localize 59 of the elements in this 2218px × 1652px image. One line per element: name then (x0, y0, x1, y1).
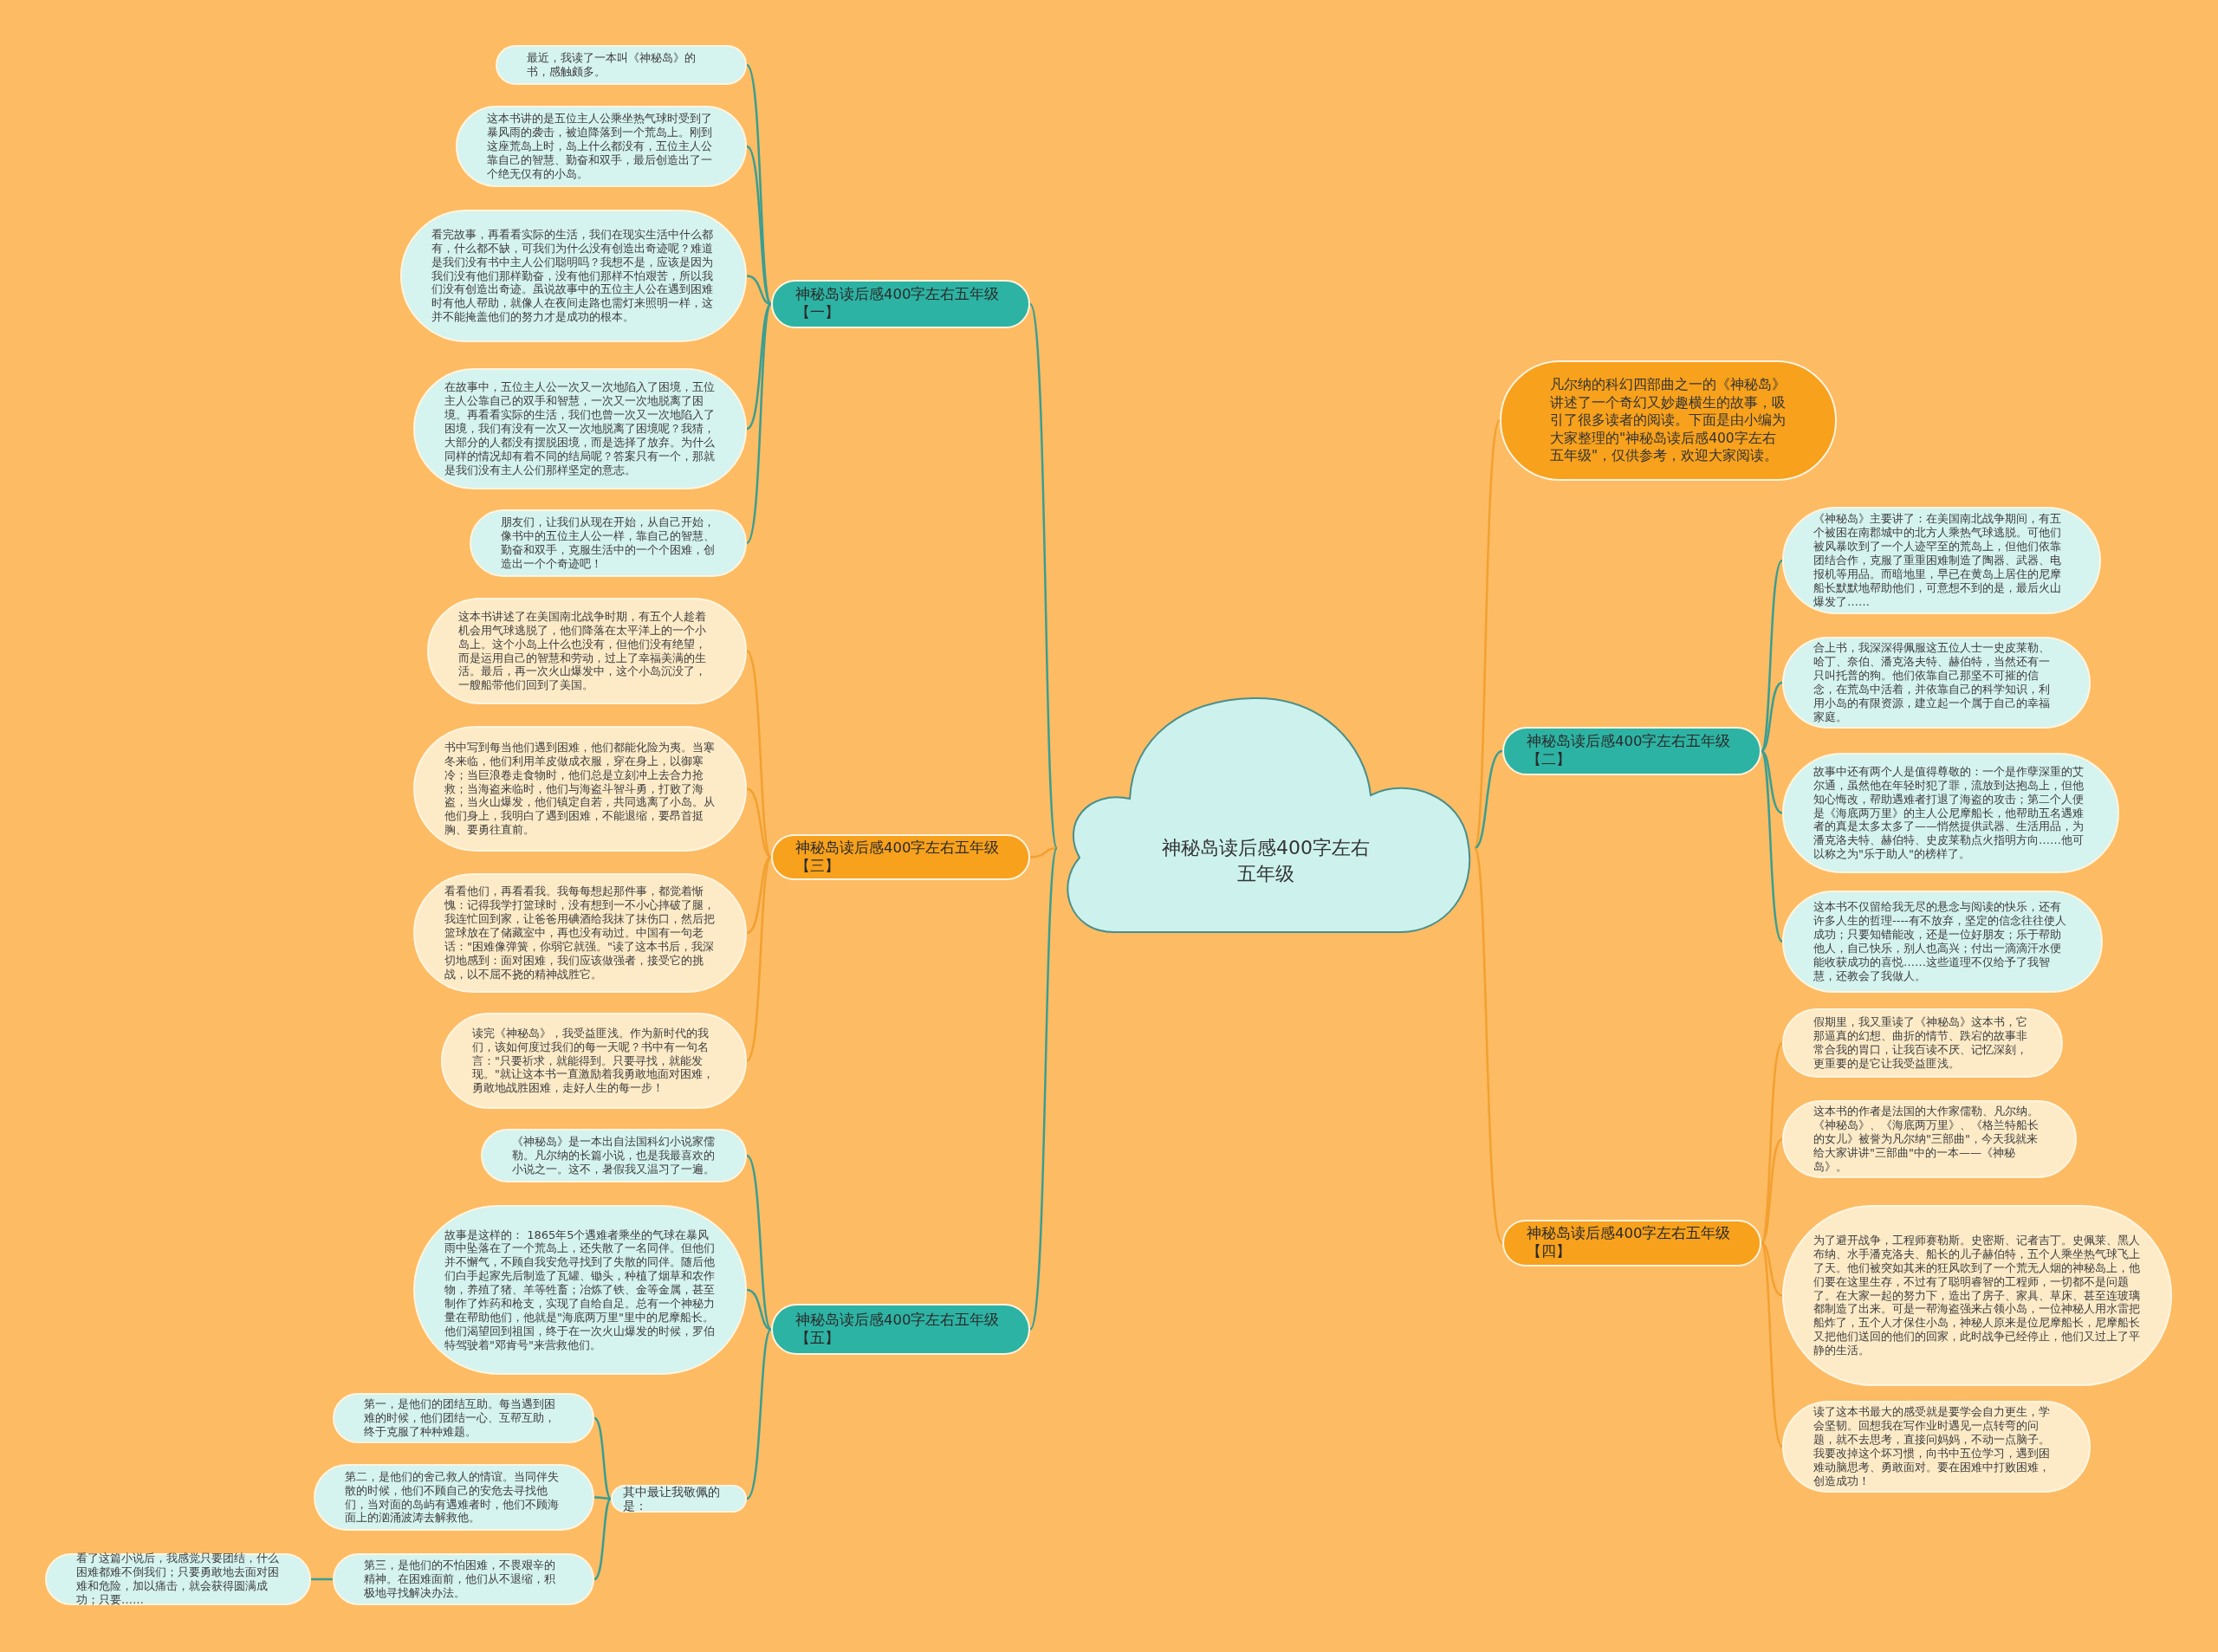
connector-line (593, 1498, 612, 1581)
connector-line (1761, 1241, 1783, 1297)
text-bubble: 故事中还有两个人是值得尊敬的：一个是作孽深重的艾尔通，虽然他在年轻时犯了罪，流放到达抱岛上，但他知心悔改，帮助遇难者打退了海盗的攻击；第二个人便是《海底两万里》的主人公尼摩船长，他帮助五名遇难者的真是太多太多了——悄然提供武器、生活用品，为潘克洛夫特、赫伯特、史皮莱勒点火指明方向……他可以称之为"乐于助人"的榜样了。 (1782, 753, 2119, 873)
connector-line (746, 275, 772, 306)
connector-line (746, 1288, 772, 1331)
connector-line (746, 64, 773, 305)
connector-line (1028, 303, 1059, 849)
text-bubble: 这本书讲的是五位主人公乘坐热气球时受到了暴风雨的袭击，被迫降落到一个荒岛上。刚到这座荒岛上时，岛上什么都没有，五位主人公靠自己的智慧、勤奋和双手，最后创造出了一个绝无仅有的小岛。 (456, 106, 747, 187)
branch-label: 神秘岛读后感400字左右五年级【一】 (771, 280, 1030, 328)
text-bubble: 这本书的作者是法国的大作家儒勒、凡尔纳。《神秘岛》、《海底两万里》、《格兰特船长的女儿》被誉为凡尔纳"三部曲"，今天我就来给大家讲讲"三部曲"中的一本——《神秘岛》。 (1782, 1100, 2077, 1178)
text-bubble: 其中最让我敬佩的是： (611, 1485, 747, 1513)
connector-line (1473, 420, 1501, 849)
text-bubble: 《神秘岛》主要讲了：在美国南北战争期间，有五个被困在南郡城中的北方人乘热气球逃脱。可他们被风暴吹到了一个人迹罕至的荒岛上，但他们依靠团结合作，克服了重重困难制造了陶器、武器、电报机等用品。而暗地里，早已在黄岛上居住的尼摩船长默默地帮助他们，可意想不到的是，最后火山爆发了…… (1782, 507, 2101, 614)
text-bubble: 合上书，我深深得佩服这五位人士一史皮莱勒、哈丁、奈伯、潘克洛夫特、赫伯特，当然还有一只叫托普的狗。他们依靠自己那坚不可摧的信念，在荒岛中活着，并依靠自己的科学知识，利用小岛的有限资源，建立起一个属于自己的幸福家庭。 (1782, 637, 2091, 729)
connector-line (311, 1577, 333, 1581)
text-bubble: 第一，是他们的团结互助。每当遇到困难的时候，他们团结一心、互帮互助，终于克服了种种难题。 (333, 1393, 594, 1443)
connector-line (1474, 749, 1503, 850)
connector-line (1760, 1242, 1783, 1448)
connector-line (1029, 846, 1058, 858)
connector-line (746, 650, 773, 858)
text-bubble: 在故事中，五位主人公一次又一次地陷入了困境，五位主人公靠自己的双手和智慧，一次又一次地脱离了困境。再看看实际的生活，我们也曾一次又一次地陷入了困境，我们有没有一次又一次地脱离了困境呢？我猜，大部分的人都没有摆脱困境，而是选择了放弃。为什么同样的情况却有着不同的结局呢？答案只有一个，那就是我们没有主人公们那样坚定的意志。 (413, 368, 747, 489)
text-bubble: 为了避开战争，工程师赛勒斯。史密斯、记者吉丁。史佩莱、黑人布纳、水手潘克洛夫、船长的儿子赫伯特，五个人乘坐热气球飞上了天。他们被突如其来的狂风吹到了一个荒无人烟的神秘岛上，他们要在这里生存，不过有了聪明睿智的工程师，一切都不是问题了。在大家一起的努力下，造出了房子、家具、草床、甚至连玻璃都制造了出来。可是一帮海盗强来占领小岛，一位神秘人用水雷把船炸了，五个人才保住小岛，神秘人原来是位尼摩船长，尼摩船长又把他们送回的他们的回家，此时战争已经停止，他们又过上了平静的生活。 (1782, 1205, 2172, 1386)
text-bubble: 最近，我读了一本叫《神秘岛》的书，感触颇多。 (496, 45, 747, 85)
text-bubble: 书中写到每当他们遇到困难，他们都能化险为夷。当寒冬来临，他们利用羊皮做成衣服，穿在身上，以御寒冷；当巨浪卷走食物时，他们总是立刻冲上去合力抢救；当海盗来临时，他们与海盗斗智斗勇，打败了海盗，当火山爆发，他们镇定自若，共同逃离了小岛。从他们身上，我明白了遇到困难，不能退缩，要昂首挺胸、要勇往直前。 (413, 726, 747, 852)
text-bubble: 故事是这样的： 1865年5个遇难者乘坐的气球在暴风雨中坠落在了一个荒岛上，还失散了一名同伴。但他们并不懈气，不顾自我安危寻找到了失散的同伴。随后他们白手起家先后制造了瓦罐、锄头，种植了烟草和农作物，养殖了猪、羊等牲畜；冶炼了铁、金等金属，甚至制作了炸药和枪支，实现了自给自足。总有一个神秘力量在帮助他们，他就是"海底两万里"里中的尼摩船长。他们渴望回到祖国，终于在一次火山爆发的时候，罗伯特驾驶着"邓肯号"来营救他们。 (413, 1205, 747, 1375)
text-bubble: 假期里，我又重读了《神秘岛》这本书，它那逼真的幻想、曲折的情节、跌宕的故事非常合我的胃口，让我百读不厌、记忆深刻，更重要的是它让我受益匪浅。 (1782, 1008, 2063, 1078)
text-bubble: 第三，是他们的不怕困难，不畏艰辛的精神。在困难面前，他们从不退缩，积极地寻找解决办法。 (333, 1553, 594, 1605)
connector-line (594, 1496, 612, 1500)
connector-line (593, 1416, 612, 1500)
connector-line (1761, 681, 1783, 753)
connector-line (1761, 749, 1783, 814)
connector-line (746, 303, 772, 431)
text-bubble: 朋友们，让我们从现在开始，从自己开始，像书中的五位主人公一样，靠自己的智慧、勤奋和双手，克服生活中的一个个困难，创造出一个个奇迹吧！ (470, 509, 747, 577)
connector-line (1760, 560, 1783, 752)
connector-line (746, 1155, 772, 1331)
text-bubble: 这本书不仅留给我无尽的悬念与阅读的快乐，还有许多人生的哲理----有不放弃，坚定的信念往往使人成功；只要知错能改，还是一位好朋友；乐于帮助他人，自己快乐，别人也高兴；付出一滴滴汗水便能收获成功的喜悦……这些道理不仅给予了我智慧，还教会了我做人。 (1782, 891, 2103, 993)
branch-label: 神秘岛读后感400字左右五年级【四】 (1502, 1220, 1761, 1267)
connector-line (1473, 847, 1504, 1244)
connector-line (746, 303, 773, 544)
text-bubble: 《神秘岛》是一本出自法国科幻小说家儒勒。凡尔纳的长篇小说，也是我最喜欢的小说之一。这不，暑假我又温习了一遍。 (481, 1129, 747, 1182)
connector-line (746, 146, 772, 305)
text-bubble: 看了这篇小说后，我感觉只要团结，什么困难都难不倒我们；只要勇敢地去面对困难和危险，加以痛击，就会获得圆满成功；只要…… (45, 1553, 311, 1605)
branch-label: 神秘岛读后感400字左右五年级【二】 (1502, 727, 1761, 775)
connector-line (746, 1328, 772, 1500)
connector-line (1028, 847, 1059, 1330)
branch-label: 神秘岛读后感400字左右五年级【三】 (771, 834, 1030, 880)
connector-line (746, 856, 772, 935)
text-bubble: 看看他们，再看看我。我每每想起那件事，都觉着惭愧：记得我学打篮球时，没有想到一不小心摔破了腿，我连忙回到家，让爸爸用碘酒给我抹了抹伤口，然后把篮球放在了储藏室中，再也没有动过。中国有一句老话："困难像弹簧，你弱它就强。"读了这本书后，我深切地感到：面对困难，我们应该做强者，接受它的挑战，以不屈不挠的精神战胜它。 (413, 873, 747, 993)
text-bubble: 看完故事，再看看实际的生活，我们在现实生活中什么都有，什么都不缺，可我们为什么没有创造出奇迹呢？难道是我们没有书中主人公们聪明吗？我想不是，应该是因为我们没有他们那样勤奋，没有他们那样不怕艰苦，所以我们没有创造出奇迹。虽说故事中的五位主人公在遇到困难时有他人帮助，就像人在夜间走路也需灯来照明一样，这并不能掩盖他们的努力才是成功的根本。 (400, 210, 747, 342)
text-bubble: 读了这本书最大的感受就是要学会自力更生，学会坚韧。回想我在写作业时遇见一点转弯的问题，就不去思考，直接问妈妈，不动一点脑子。我要改掉这个坏习惯，向书中五位学习，遇到困难动脑思考、勇敢面对。要在困难中打败困难，创造成功！ (1782, 1401, 2091, 1493)
text-bubble: 这本书讲述了在美国南北战争时期，有五个人趁着机会用气球逃脱了，他们降落在太平洋上的一个小岛上。这个小岛上什么也没有，但他们没有绝望，而是运用自己的智慧和劳动，过上了幸福美满的生活。最后，再一次火山爆发中，这个小岛沉没了，一艘船带他们回到了美国。 (427, 598, 747, 704)
branch-label: 神秘岛读后感400字左右五年级【五】 (771, 1304, 1030, 1355)
connector-line (1760, 750, 1783, 943)
connector-line (746, 856, 773, 1062)
connector-line (746, 787, 772, 858)
intro-bubble: 凡尔纳的科幻四部曲之一的《神秘岛》讲述了一个奇幻又妙趣横生的故事，吸引了很多读者的阅读。下面是由小编为大家整理的"神秘岛读后感400字左右五年级"，仅供参考，欢迎大家阅读。 (1500, 360, 1837, 481)
text-bubble: 读完《神秘岛》，我受益匪浅。作为新时代的我们，该如何度过我们的每一天呢？书中有一句名言："只要祈求，就能得到。只要寻找，就能发现。"就让这本书一直激励着我勇敢地面对困难，勇敢地战胜困难，走好人生的每一步！ (441, 1013, 747, 1109)
text-bubble: 第二，是他们的舍己救人的情谊。当同伴失散的时候，他们不顾自己的安危去寻找他们，当对面的岛屿有遇难者时，他们不顾海面上的汹涌波涛去解救他。 (314, 1464, 594, 1531)
connector-line (1761, 1137, 1783, 1244)
